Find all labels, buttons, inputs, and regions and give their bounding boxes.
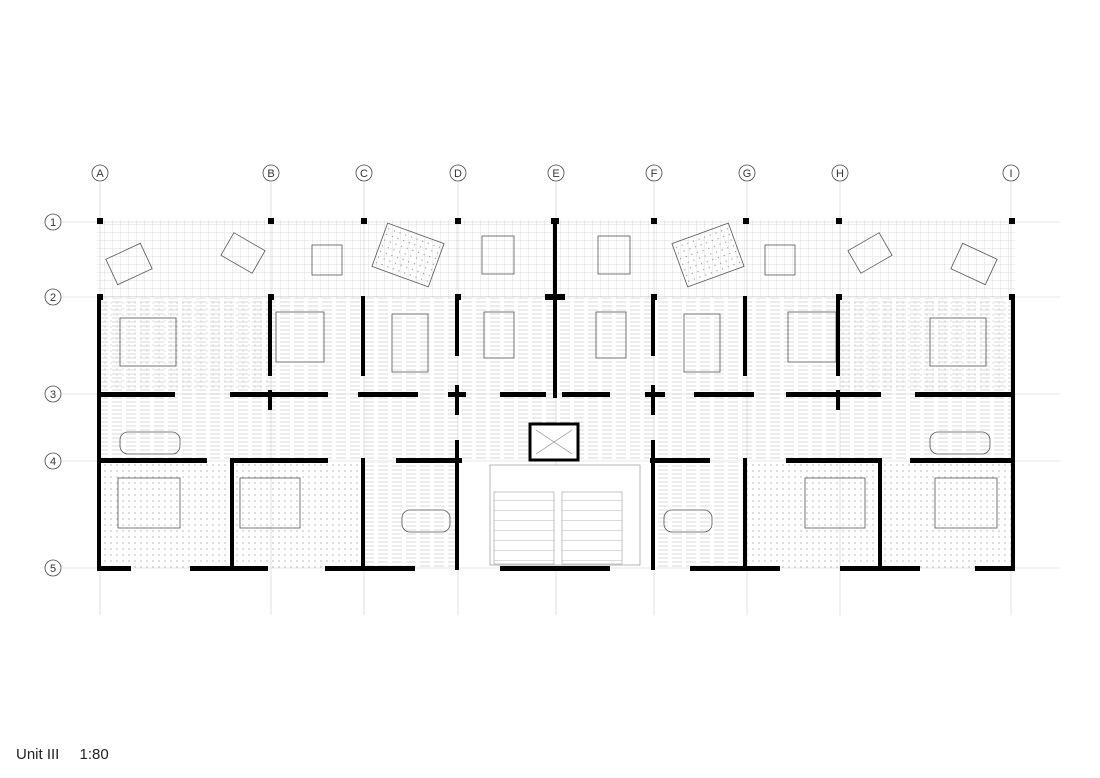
grid-label-column: D [454, 168, 462, 180]
grid-bubble-column-e: E [547, 164, 565, 182]
kitchen-island-left [483, 311, 515, 359]
grid-label-column: G [743, 168, 752, 180]
bed-bottom-3 [804, 477, 866, 529]
grid-label-column: F [651, 168, 658, 180]
grid-bubble-column-a: A [91, 164, 109, 182]
planter-2 [671, 222, 745, 288]
dining-table-right [683, 313, 721, 373]
bed-top-left [119, 317, 177, 367]
grid-label-column: E [552, 168, 559, 180]
grid-bubble-row-3: 3 [44, 385, 62, 403]
dining-table-left [391, 313, 429, 373]
grid-label-column: H [836, 168, 844, 180]
grid-bubble-row-2: 2 [44, 288, 62, 306]
grid-bubble-column-g: G [738, 164, 756, 182]
terrace-sofa-1 [481, 235, 515, 275]
grid-bubble-row-1: 1 [44, 213, 62, 231]
grid-label-column: I [1009, 168, 1012, 180]
grid-bubble-column-c: C [355, 164, 373, 182]
stair-flight-right [561, 491, 623, 565]
bathtub-center-left [401, 509, 451, 533]
grid-bubble-column-b: B [262, 164, 280, 182]
grid-label-row: 1 [50, 217, 56, 229]
terrace-table-1 [311, 244, 343, 276]
grid-label-row: 2 [50, 292, 56, 304]
grid-bubble-row-5: 5 [44, 559, 62, 577]
lounger-1 [105, 242, 153, 286]
drawing-scale: 1:80 [79, 746, 109, 763]
drawing-title: Unit III [16, 746, 60, 763]
bedroom-floor-left [97, 460, 362, 570]
bathtub-left [119, 431, 181, 455]
grid-bubble-row-4: 4 [44, 452, 62, 470]
bathtub-center-right [663, 509, 713, 533]
lounger-2 [220, 232, 266, 274]
stair-flight-left [493, 491, 555, 565]
bed-bottom-4 [934, 477, 998, 529]
grid-bubbles: A B C D E F G H I 1 2 3 4 5 [44, 164, 1020, 577]
grid-label-column: C [360, 168, 368, 180]
sofa-left [275, 311, 325, 363]
grid-label-row: 4 [50, 456, 56, 468]
grid-bubble-column-i: I [1002, 164, 1020, 182]
bath-floor-left [365, 462, 457, 568]
lounger-3 [847, 232, 893, 274]
grid-label-column: B [267, 168, 274, 180]
grid-label-row: 5 [50, 563, 56, 575]
grid-label-row: 3 [50, 389, 56, 401]
bed-bottom-2 [239, 477, 301, 529]
bedroom-floor-top-right [842, 300, 1012, 390]
bath-floor-right [656, 462, 744, 568]
kitchen-island-right [595, 311, 627, 359]
bathtub-right [929, 431, 991, 455]
terrace-sofa-2 [597, 235, 631, 275]
grid-bubble-column-h: H [831, 164, 849, 182]
grid-label-column: A [96, 168, 104, 180]
grid-bubble-column-f: F [645, 164, 663, 182]
walls [97, 218, 1015, 571]
planter-1 [371, 222, 445, 288]
elevator-cross [535, 429, 573, 455]
terrace-table-2 [764, 244, 796, 276]
grid-bubble-column-d: D [449, 164, 467, 182]
bedroom-floor-top-left [100, 300, 268, 390]
bed-bottom-1 [117, 477, 181, 529]
bed-top-right [929, 317, 987, 367]
lounger-4 [950, 242, 998, 286]
furniture [105, 222, 998, 533]
drawing-caption: Unit III 1:80 [16, 746, 109, 763]
